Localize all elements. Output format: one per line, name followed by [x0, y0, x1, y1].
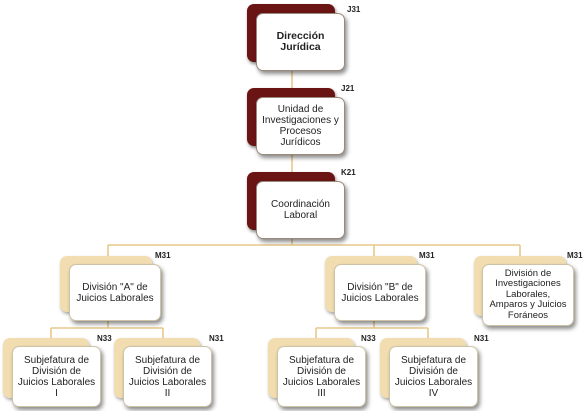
node-subjefatura-1: Subjefatura de División de Juicios Labor…: [3, 338, 101, 408]
node-division-inv-label: División de Investigaciones Laborales, A…: [482, 264, 574, 326]
node-subjefatura-4: Subjefatura de División de Juicios Labor…: [380, 338, 478, 408]
node-coordinacion: Coordinación Laboral: [247, 172, 347, 240]
node-subjefatura-3-label: Subjefatura de División de Juicios Labor…: [277, 346, 366, 407]
node-subjefatura-2-label: Subjefatura de División de Juicios Labor…: [123, 346, 212, 407]
node-division-b-label: División "B" de Juicios Laborales: [334, 264, 426, 321]
node-unidad-code: J21: [341, 84, 355, 93]
node-coordinacion-code: K21: [341, 168, 356, 177]
node-coordinacion-label: Coordinación Laboral: [256, 181, 345, 239]
node-division-inv-code: M31: [567, 251, 583, 260]
node-unidad-label: Unidad de Investigaciones y Procesos Jur…: [256, 97, 345, 155]
node-subjefatura-4-code: N31: [474, 334, 489, 343]
node-division-b-code: M31: [419, 251, 435, 260]
node-subjefatura-1-label: Subjefatura de División de Juicios Labor…: [12, 346, 101, 407]
node-division-a-label: División "A" de Juicios Laborales: [69, 264, 161, 321]
node-division-b: División "B" de Juicios Laborales: [325, 256, 428, 322]
node-direccion-code: J31: [347, 5, 361, 14]
node-subjefatura-1-code: N33: [97, 334, 112, 343]
node-subjefatura-3-code: N33: [361, 334, 376, 343]
node-division-a: División "A" de Juicios Laborales: [60, 256, 163, 322]
node-subjefatura-4-label: Subjefatura de División de Juicios Labor…: [389, 346, 478, 407]
node-unidad: Unidad de Investigaciones y Procesos Jur…: [247, 88, 347, 156]
node-division-a-code: M31: [155, 251, 171, 260]
node-subjefatura-2-code: N31: [209, 334, 224, 343]
node-direccion-label: Dirección Jurídica: [256, 13, 345, 71]
node-direccion: Dirección Jurídica: [247, 4, 347, 72]
node-division-inv: División de Investigaciones Laborales, A…: [474, 256, 576, 327]
node-subjefatura-2: Subjefatura de División de Juicios Labor…: [114, 338, 212, 408]
node-subjefatura-3: Subjefatura de División de Juicios Labor…: [268, 338, 366, 408]
